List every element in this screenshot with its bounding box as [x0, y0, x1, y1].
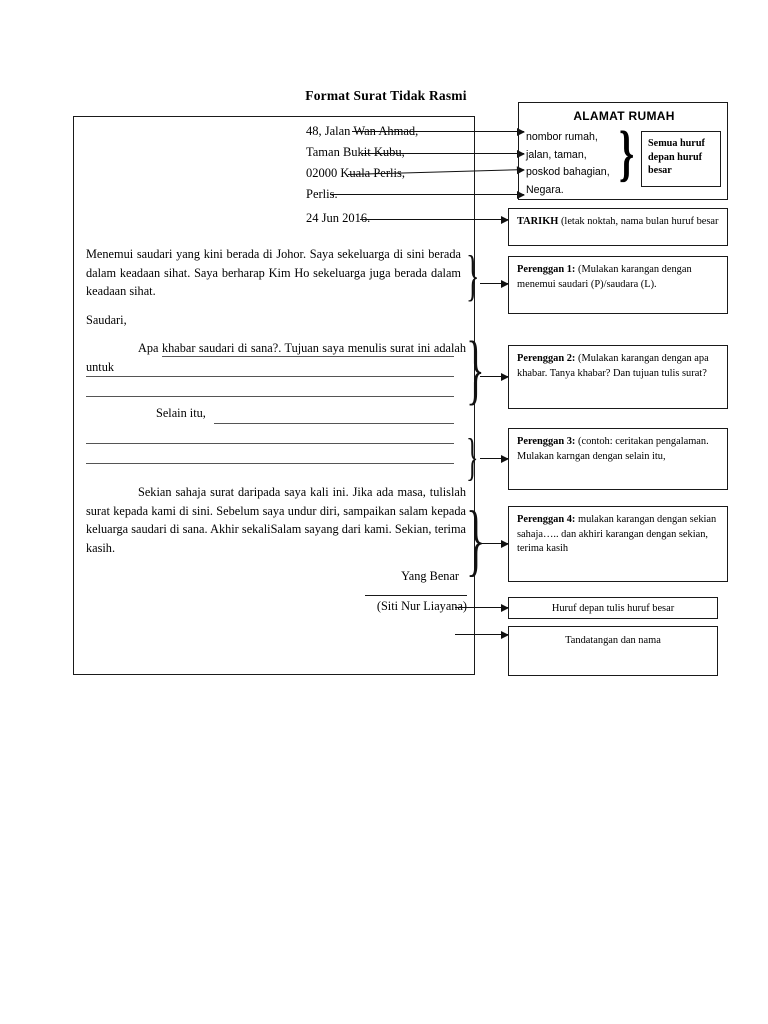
address-line-2: Taman Bukit Kubu,	[306, 145, 405, 159]
address-item-2: jalan, taman,	[526, 148, 587, 161]
blank-rule-line	[86, 396, 454, 397]
arrow-date	[360, 215, 509, 224]
address-box-items: nombor rumah, jalan, taman, poskod bahag…	[526, 129, 621, 199]
address-item-4: Negara.	[526, 183, 564, 196]
signature-line	[365, 595, 467, 596]
paragraph-1-annotation-box: Perenggan 1: (Mulakan karangan dengan me…	[508, 256, 728, 314]
date-box-text: (letak noktah, nama bulan huruf besar	[558, 216, 719, 227]
arrow-signature-box	[455, 630, 509, 639]
letter-paragraph-2: Apa khabar saudari di sana?. Tujuan saya…	[86, 339, 466, 376]
paragraph-3-annotation-box: Perenggan 3: (contoh: ceritakan pengalam…	[508, 428, 728, 490]
letter-paragraph-4: Sekian sahaja surat daripada saya kali i…	[86, 483, 466, 557]
letter-body-box: 48, Jalan Wan Ahmad, Taman Bukit Kubu, 0…	[73, 116, 475, 675]
name-annotation-box: Huruf depan tulis huruf besar	[508, 597, 718, 619]
arrow-paragraph-2	[480, 372, 509, 381]
brace-icon: }	[619, 120, 635, 188]
letter-paragraph-1: Menemui saudari yang kini berada di Joho…	[86, 247, 461, 298]
address-item-1: nombor rumah,	[526, 131, 598, 143]
paragraph-1-text: (Mulakan karangan dengan menemui saudari…	[517, 264, 692, 290]
arrow-name-box	[455, 603, 509, 612]
address-line-4: Perlis.	[306, 187, 338, 201]
letter-paragraph-4-text: Sekian sahaja surat daripada saya kali i…	[86, 485, 466, 555]
address-item-3: poskod bahagian,	[526, 166, 610, 179]
brace-paragraph-3: }	[466, 429, 479, 486]
paragraph-3-text: (contoh: ceritakan pengalaman. Mulakan k…	[517, 436, 709, 462]
letter-date: 24 Jun 2016.	[306, 211, 371, 225]
letter-salutation: Saudari,	[86, 313, 127, 327]
paragraph-1-label: Perenggan 1:	[517, 264, 576, 275]
arrow-paragraph-3	[480, 454, 509, 463]
brace-paragraph-1: }	[466, 245, 480, 307]
paragraph-4-annotation-box: Perenggan 4: mulakan karangan dengan sek…	[508, 506, 728, 582]
letter-paragraph-3-opener: Selain itu,	[156, 406, 206, 420]
date-annotation-box: TARIKH (letak noktah, nama bulan huruf b…	[508, 208, 728, 246]
blank-rule-line	[86, 376, 454, 377]
blank-rule-line	[214, 423, 454, 424]
brace-paragraph-4: }	[466, 496, 486, 584]
arrow-address-line-4	[330, 190, 525, 199]
paragraph-4-label: Perenggan 4:	[517, 514, 576, 525]
capital-letter-note: Semua huruf depan huruf besar	[641, 131, 721, 187]
signature-annotation-box: Tandatangan dan nama	[508, 626, 718, 676]
blank-rule-line	[162, 356, 454, 357]
letter-sender-name: (Siti Nur Liayana)	[376, 599, 467, 613]
paragraph-2-text: (Mulakan karangan dengan apa khabar. Tan…	[517, 353, 709, 379]
arrow-paragraph-4	[480, 539, 509, 548]
address-annotation-box: ALAMAT RUMAH nombor rumah, jalan, taman,…	[518, 102, 728, 200]
letter-closing: Yang Benar	[401, 569, 459, 583]
paragraph-2-annotation-box: Perenggan 2: (Mulakan karangan dengan ap…	[508, 345, 728, 409]
arrow-paragraph-1	[480, 279, 509, 288]
brace-paragraph-2: }	[466, 325, 485, 412]
blank-rule-line	[86, 463, 454, 464]
arrow-address-line-2	[362, 149, 525, 158]
address-box-title: ALAMAT RUMAH	[573, 109, 675, 123]
page-title: Format Surat Tidak Rasmi	[305, 88, 467, 103]
date-box-label: TARIKH	[517, 216, 559, 227]
paragraph-2-label: Perenggan 2:	[517, 353, 576, 364]
address-block: 48, Jalan Wan Ahmad, Taman Bukit Kubu, 0…	[306, 121, 456, 205]
paragraph-3-label: Perenggan 3:	[517, 436, 576, 447]
letter-paragraph-2-text: Apa khabar saudari di sana?. Tujuan saya…	[86, 341, 466, 374]
paragraph-4-text: mulakan karangan dengan sekian sahaja…..…	[517, 514, 717, 554]
arrow-address-line-1	[352, 127, 525, 136]
blank-rule-line	[86, 443, 454, 444]
